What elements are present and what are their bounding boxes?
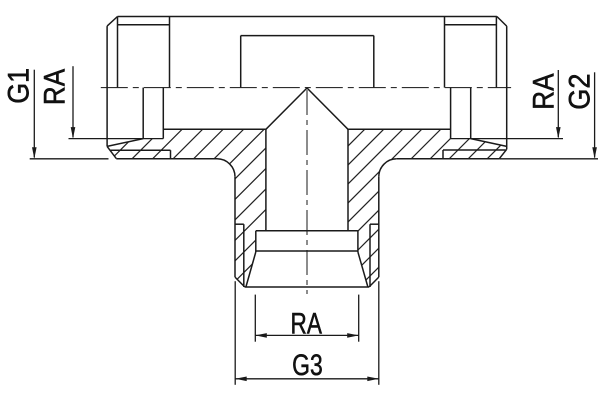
- svg-text:RA: RA: [291, 306, 323, 340]
- svg-text:G3: G3: [292, 348, 323, 382]
- svg-text:G2: G2: [563, 73, 597, 109]
- svg-text:RA: RA: [38, 69, 71, 105]
- svg-text:G1: G1: [2, 68, 36, 104]
- svg-text:RA: RA: [527, 73, 560, 109]
